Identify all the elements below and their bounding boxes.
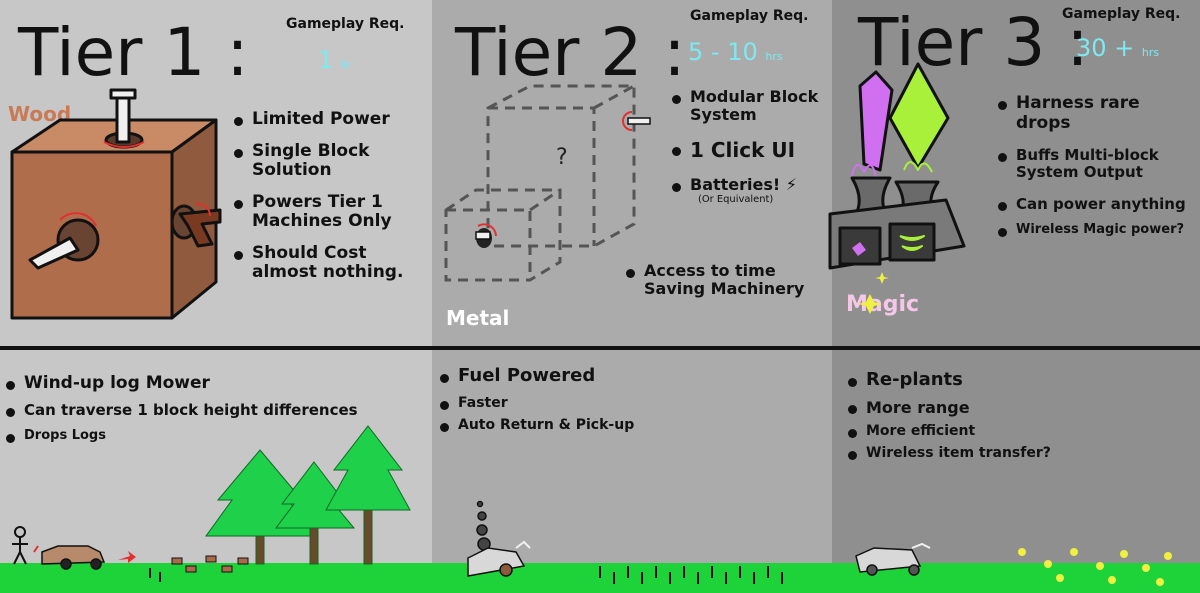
sparkle-icon	[858, 272, 889, 314]
list-item: Powers Tier 1 Machines Only	[232, 192, 427, 232]
tier-2-feature-list: Modular Block System 1 Click UI Batterie…	[670, 87, 830, 216]
tier-1-machine-list: Wind-up log Mower Can traverse 1 block h…	[4, 373, 424, 444]
tier-3-panel	[832, 0, 1200, 593]
list-item: 1 Click UI	[670, 138, 830, 162]
list-item: Wind-up log Mower	[4, 373, 424, 394]
list-item: Re-plants	[846, 369, 1196, 391]
dropped-logs	[171, 555, 249, 573]
list-item: Faster	[438, 395, 828, 411]
section-divider	[0, 346, 1200, 350]
tier-3-feature-list: Harness rare drops Buffs Multi-block Sys…	[996, 93, 1196, 238]
tier-3-material-label: Magic	[846, 292, 920, 317]
diagram-question-mark: ?	[556, 145, 568, 170]
modular-block-diagram	[444, 84, 636, 282]
list-item: Drops Logs	[4, 428, 424, 444]
list-item: Can power anything	[996, 195, 1196, 213]
list-item: Wireless Magic power?	[996, 222, 1196, 238]
tier-2-title: Tier 2 :	[455, 14, 686, 91]
tier-2-machine-list: Fuel Powered Faster Auto Return & Pick-u…	[438, 365, 828, 433]
crank-icon	[475, 111, 651, 248]
replanted-saplings	[1018, 548, 1172, 586]
tier-2-req-label: Gameplay Req.	[690, 8, 809, 24]
tier-2-req-value: 5 - 10 hrs	[688, 38, 783, 66]
list-item: Limited Power	[232, 109, 427, 130]
list-item: Harness rare drops	[996, 93, 1196, 133]
tier-1-req-value: 1 hr	[318, 46, 353, 74]
tier-2-panel	[432, 0, 832, 593]
list-item: Batteries! ⚡(Or Equivalent)	[670, 175, 830, 206]
stick-figure	[12, 526, 28, 565]
magic-machine-illustration	[828, 62, 966, 270]
list-item: Single Block Solution	[232, 141, 427, 181]
tier-3-req-label: Gameplay Req.	[1062, 6, 1181, 22]
list-item: Modular Block System	[670, 87, 830, 125]
list-item: Access to time Saving Machinery	[624, 261, 824, 299]
list-item: Wireless item transfer?	[846, 445, 1196, 461]
wooden-block-illustration	[10, 88, 222, 320]
magic-mower	[855, 542, 931, 576]
tier-3-req-value: 30 + hrs	[1076, 34, 1160, 62]
list-item: More range	[846, 398, 1196, 417]
tier-1-feature-list: Limited Power Single Block Solution Powe…	[232, 109, 427, 283]
tier-3-machine-list: Re-plants More range More efficient Wire…	[846, 369, 1196, 461]
direction-arrow-icon	[118, 551, 136, 563]
list-item: Can traverse 1 block height differences	[4, 401, 424, 419]
wind-up-mower	[33, 545, 106, 570]
list-item: Buffs Multi-block System Output	[996, 147, 1196, 182]
tier-2-material-label: Metal	[446, 306, 510, 330]
tier-1-req-label: Gameplay Req.	[286, 16, 405, 32]
pine-trees	[205, 425, 411, 565]
tier-2-feature-list-extra: Access to time Saving Machinery	[624, 261, 824, 299]
fuel-mower	[467, 500, 531, 577]
list-item: Should Cost almost nothing.	[232, 243, 427, 283]
tier-1-title: Tier 1 :	[18, 14, 249, 91]
cut-grass-stubs	[149, 566, 783, 584]
list-item: Fuel Powered	[438, 365, 828, 387]
list-item: Auto Return & Pick-up	[438, 417, 828, 433]
tier-3-title: Tier 3 :	[858, 4, 1089, 81]
list-item: More efficient	[846, 423, 1196, 439]
